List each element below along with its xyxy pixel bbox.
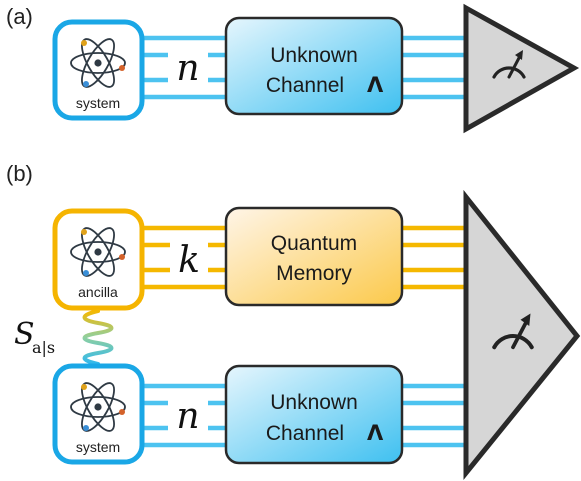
panel-b-channel-box: Unknown Channel Λ — [224, 364, 404, 465]
panel-b-channel-line1: Unknown — [270, 391, 358, 414]
panel-b-ancilla-label: ancilla — [78, 284, 118, 300]
panel-a-wire-count: n — [176, 48, 199, 89]
panel-b-memory-wire-count: k — [178, 240, 200, 281]
panel-b-memory-line2: Memory — [276, 262, 352, 285]
panel-a-channel-line1: Unknown — [270, 44, 358, 67]
panel-b-memory-line1: Quantum — [271, 232, 357, 255]
panel-b-system-box: system — [52, 363, 145, 465]
panel-a-channel-symbol: Λ — [367, 73, 384, 97]
panel-b-channel-line2: Channel — [266, 422, 344, 445]
panel-b-system-output-wires — [402, 383, 466, 448]
entanglement-subscript: a|s — [32, 338, 55, 357]
panel-b-system-label: system — [76, 439, 120, 455]
panel-a-output-wires — [402, 35, 466, 100]
spring-icon — [82, 309, 114, 366]
panel-b-channel-symbol: Λ — [367, 421, 384, 445]
panel-a-channel-box: Unknown Channel Λ — [224, 16, 404, 116]
panel-b-detector — [463, 189, 581, 481]
panel-a-label: (a) — [6, 4, 33, 29]
panel-a-system-label: system — [76, 95, 120, 111]
panel-a-system-box: system — [52, 19, 145, 121]
panel-a-channel-line2: Channel — [266, 74, 344, 97]
panel-b-channel-wire-count: n — [176, 396, 199, 437]
panel-b-k-backdrop — [170, 240, 208, 276]
panel-b-ancilla-box: ancilla — [52, 208, 145, 311]
panel-a-n-backdrop — [168, 50, 208, 84]
entanglement-symbol: S — [14, 317, 35, 352]
panel-a-detector — [463, 3, 580, 134]
panel-b-label: (b) — [6, 161, 33, 186]
panel-b-n-backdrop — [168, 398, 208, 432]
panel-b-ancilla-output-wires — [402, 225, 466, 290]
panel-b-memory-box: Quantum Memory — [224, 206, 404, 307]
